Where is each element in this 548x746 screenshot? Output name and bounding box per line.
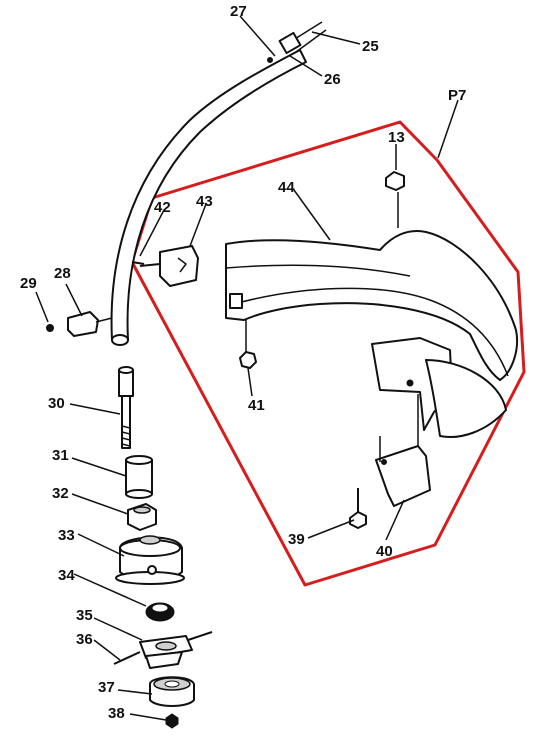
nut-41 [239, 351, 257, 369]
screw-39 [349, 488, 367, 529]
nut-13 [385, 171, 405, 191]
flange-plate [113, 631, 213, 669]
callout-p7: P7 [448, 87, 466, 104]
callout-28: 28 [54, 265, 71, 282]
screw-29 [46, 324, 54, 332]
shaft-tube [110, 21, 327, 346]
callout-27: 27 [230, 3, 247, 20]
callout-30: 30 [48, 395, 65, 412]
guard-body [225, 230, 518, 438]
hub-37 [149, 676, 195, 707]
callout-34: 34 [58, 567, 75, 584]
callout-13: 13 [388, 129, 405, 146]
guard-assembly-outline [130, 120, 526, 587]
drive-shaft [118, 366, 134, 449]
bracket-43 [159, 245, 199, 287]
callout-31: 31 [52, 447, 69, 464]
callout-41: 41 [248, 397, 265, 414]
sleeve [125, 455, 153, 499]
callout-36: 36 [76, 631, 93, 648]
callout-37: 37 [98, 679, 115, 696]
callout-40: 40 [376, 543, 393, 560]
nut-32 [127, 503, 157, 531]
leader-lines [35, 15, 459, 721]
callout-42: 42 [154, 199, 171, 216]
guard-bracket [375, 394, 431, 507]
callout-44: 44 [278, 179, 295, 196]
callout-38: 38 [108, 705, 125, 722]
bolt-38 [165, 713, 179, 729]
callout-43: 43 [196, 193, 213, 210]
screw-42 [131, 261, 161, 267]
callout-39: 39 [288, 531, 305, 548]
callout-25: 25 [362, 38, 379, 55]
callout-26: 26 [324, 71, 341, 88]
callout-29: 29 [20, 275, 37, 292]
callout-32: 32 [52, 485, 69, 502]
gear-housing [115, 535, 185, 585]
callout-33: 33 [58, 527, 75, 544]
clamp-block [67, 311, 113, 337]
spring-bearing [145, 602, 175, 622]
callout-35: 35 [76, 607, 93, 624]
